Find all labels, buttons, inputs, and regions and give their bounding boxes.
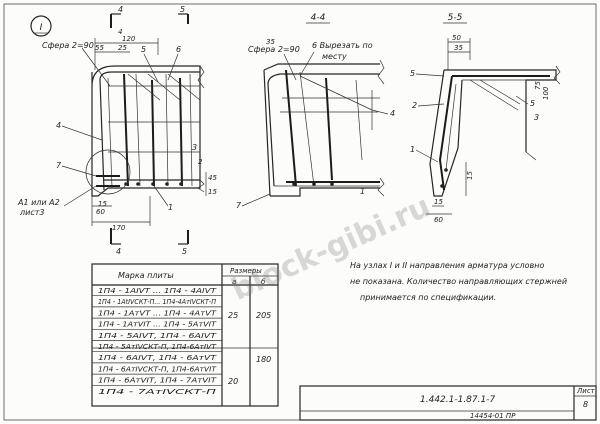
table-value-b1: 205 <box>256 311 271 320</box>
cut-note-line1: 6 Вырезать по <box>312 41 373 50</box>
table-row-label: 1П4 - 7АтIVСКТ-П <box>98 388 217 396</box>
note-line-3: принимается по спецификации. <box>360 293 496 302</box>
svg-text:120: 120 <box>122 35 136 43</box>
table-row-label: 1П4 - 6АIVТ, 1П4 - 6АтVТ <box>98 354 217 362</box>
svg-text:5: 5 <box>141 45 146 54</box>
section-4-4-view: 4-4 Сфера 2=90 35 6 Вырезать по месту 4 <box>236 13 395 210</box>
table-row-label: 1П4 - 6АтVIТ, 1П4 - 7АтVIТ <box>98 377 217 385</box>
detail-marker-label: I <box>40 23 43 33</box>
table-row-label: 1П4 - 6АтIVСКТ-П, 1П4-6АтVIТ <box>98 365 217 373</box>
table-header-brand: Марка плиты <box>118 271 174 280</box>
section-mark-4-bottom: 4 <box>116 247 121 256</box>
table-rows: 1П4 - 1АIVТ ... 1П4 - 4АIVТ 1П4 - 1АtIVСК… <box>92 287 222 396</box>
section-4-4-title: 4-4 <box>311 13 326 23</box>
table-row-label: 1П4 - 1АтVТ ... 1П4 - 4АтVТ <box>98 309 217 317</box>
svg-text:4: 4 <box>390 109 395 118</box>
svg-text:100: 100 <box>542 86 550 100</box>
svg-text:2: 2 <box>412 101 417 110</box>
detail-marker-circle <box>30 15 52 37</box>
svg-text:6: 6 <box>176 45 181 54</box>
cut-note-line2: месту <box>322 52 347 61</box>
section-mark-5-top: 5 <box>180 5 185 14</box>
note-line-2: не показана. Количество направляющих сте… <box>350 277 567 286</box>
svg-text:15: 15 <box>98 200 107 208</box>
svg-text:15: 15 <box>208 188 217 196</box>
svg-text:4: 4 <box>118 28 122 36</box>
table-row-label: 1П4 - 5АIVТ, 1П4 - 6АIVТ <box>98 332 217 340</box>
table-row-label: 1П4 - 1АтVIТ ... 1П4 - 5АтVIТ <box>98 321 217 329</box>
table-row-label: 1П4 - 1АtIVСКТ-П... 1П4-4АтIVСКТ-П <box>98 298 217 306</box>
table-header-dims: Размеры <box>230 267 262 275</box>
svg-text:15: 15 <box>466 171 474 180</box>
svg-text:5: 5 <box>410 69 415 78</box>
svg-text:1: 1 <box>410 145 415 154</box>
svg-text:55: 55 <box>95 44 104 52</box>
svg-text:2: 2 <box>198 158 203 166</box>
svg-text:7: 7 <box>236 201 242 210</box>
detail-one-view: I 4 4 5 5 120 55 25 <box>17 5 217 256</box>
bottom-code: 14454-01 ПР <box>470 412 516 420</box>
table-header-a: а <box>232 278 236 286</box>
svg-text:170: 170 <box>112 224 126 232</box>
sheet-label: Лист <box>576 387 596 395</box>
svg-text:50: 50 <box>452 34 461 42</box>
svg-text:60: 60 <box>434 216 443 224</box>
section-5-5-title: 5-5 <box>448 13 463 23</box>
table-row-label: 1П4 - 5АтIVСКТ-П, 1П4-6АтIVТ <box>98 343 217 351</box>
svg-text:60: 60 <box>96 208 105 216</box>
svg-text:75: 75 <box>534 81 542 90</box>
note-line-1: На узлах I и II направления арматура усл… <box>350 261 544 270</box>
svg-text:3: 3 <box>534 113 539 122</box>
sheet-frame <box>3 3 597 421</box>
a1-label-line2: лист3 <box>19 208 44 217</box>
title-block: 1.442.1-1.87.1-7 Лист 8 14454-01 ПР <box>299 385 597 421</box>
table-value-a1: 25 <box>228 311 238 320</box>
svg-text:7: 7 <box>56 161 62 170</box>
drawing-code: 1.442.1-1.87.1-7 <box>420 395 495 405</box>
svg-text:35: 35 <box>454 44 463 52</box>
sheet-number: 8 <box>583 400 588 409</box>
svg-text:15: 15 <box>434 198 443 206</box>
svg-text:5: 5 <box>530 99 535 108</box>
slab-dimension-table: Марка плиты Размеры а б 25 205 20 180 <box>91 263 279 407</box>
svg-text:1: 1 <box>168 203 173 212</box>
table-header-b: б <box>261 278 266 286</box>
table-row-label: 1П4 - 1АIVТ ... 1П4 - 4АIVТ <box>98 287 217 295</box>
svg-text:35: 35 <box>266 38 275 46</box>
svg-text:45: 45 <box>208 174 217 182</box>
sfera-label-section: Сфера 2=90 <box>248 45 300 54</box>
table-value-a2: 20 <box>228 377 238 386</box>
watermark: block-gibi.ru <box>226 189 435 308</box>
svg-text:25: 25 <box>118 44 127 52</box>
svg-text:3: 3 <box>192 143 197 152</box>
svg-text:1: 1 <box>360 187 365 196</box>
a1-label-line1: А1 или А2 <box>17 198 60 207</box>
svg-text:4: 4 <box>56 121 61 130</box>
sfera-label-detail: Сфера 2=90 <box>42 41 94 50</box>
table-value-b2: 180 <box>256 355 271 364</box>
section-mark-5-bottom: 5 <box>182 247 187 256</box>
section-5-5-view: 5-5 50 35 75 100 15 60 15 5 <box>410 13 561 224</box>
section-mark-4-top: 4 <box>118 5 123 14</box>
